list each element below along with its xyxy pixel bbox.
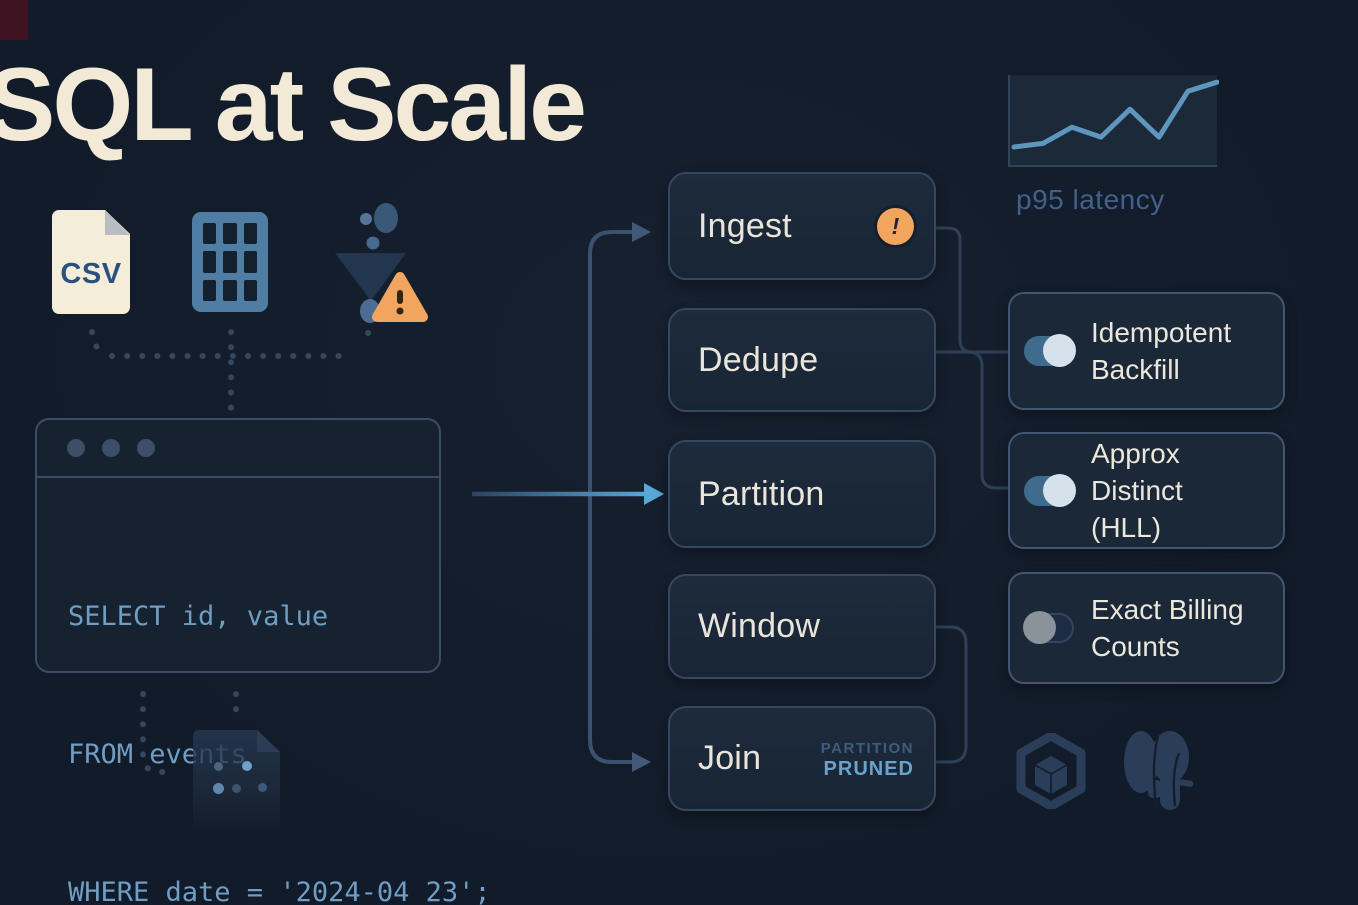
toggle-card-idempotent-backfill[interactable]: Idempotent Backfill [1008,292,1285,410]
stage-dedupe: Dedupe [668,308,936,412]
partition-pruned-note: PARTITION PRUNED [821,738,914,780]
latency-sparkline [1011,79,1220,150]
sql-line-1: SELECT id, value [68,601,329,632]
window-titlebar [37,420,439,478]
page-title: SQL at Scale [0,47,587,163]
window-dot [102,439,120,457]
toggle-switch-0[interactable] [1024,334,1076,367]
toggle-label: Exact Billing Counts [1091,594,1244,662]
table-grid-icon [192,212,268,312]
stage-label: Join [698,739,762,777]
latency-chart-label: p95 latency [1016,184,1165,215]
latency-sparkline-panel [1008,75,1220,167]
stage-join: Join PARTITION PRUNED [668,706,936,811]
hexagon-package-icon [1016,733,1086,809]
stage-label: Partition [698,474,825,513]
ghost-dot [258,783,267,792]
stage-window: Window [668,574,936,679]
toggle-label: Approx Distinct (HLL) [1091,438,1183,543]
csv-label: CSV [60,258,122,290]
stage-ingest: Ingest ! [668,172,936,280]
toggle-knob [1043,473,1076,507]
sql-line-3: WHERE date = '2024-04 23'; [68,877,491,905]
stage-label: Ingest [698,206,792,245]
window-dot [67,439,85,457]
sql-editor-window: SELECT id, value FROM events WHERE date … [35,418,491,905]
note-line-2: PRUNED [823,757,914,780]
note-line-1: PARTITION [820,739,914,757]
toggle-knob [1043,334,1076,367]
latency-sparkline-path [1011,79,1220,150]
ghost-dot [232,784,241,793]
corner-accent-block [0,0,28,40]
warning-triangle-icon [372,272,428,322]
alert-badge-icon: ! [877,207,914,245]
toggle-label: Idempotent Backfill [1091,317,1232,385]
toggle-card-approx-distinct[interactable]: Approx Distinct (HLL) [1008,432,1285,549]
csv-fold-corner [105,210,130,235]
ghost-dot [242,761,252,771]
ghost-file-icon [193,730,280,833]
window-dot [137,439,155,457]
toggle-switch-1[interactable] [1024,473,1076,507]
funnel-filter-icon [335,203,428,323]
ghost-dot [214,762,223,771]
csv-file-icon: CSV [52,210,130,314]
toggle-knob [1023,611,1056,644]
stage-label: Dedupe [698,340,819,379]
toggle-switch-2[interactable] [1023,611,1074,644]
stage-partition: Partition [668,440,936,548]
stage-label: Window [698,607,821,645]
postgresql-elephant-icon [1124,731,1194,810]
ghost-dot [213,783,224,794]
toggle-card-exact-billing[interactable]: Exact Billing Counts [1008,572,1285,684]
sql-code: SELECT id, value FROM events WHERE date … [37,478,491,905]
